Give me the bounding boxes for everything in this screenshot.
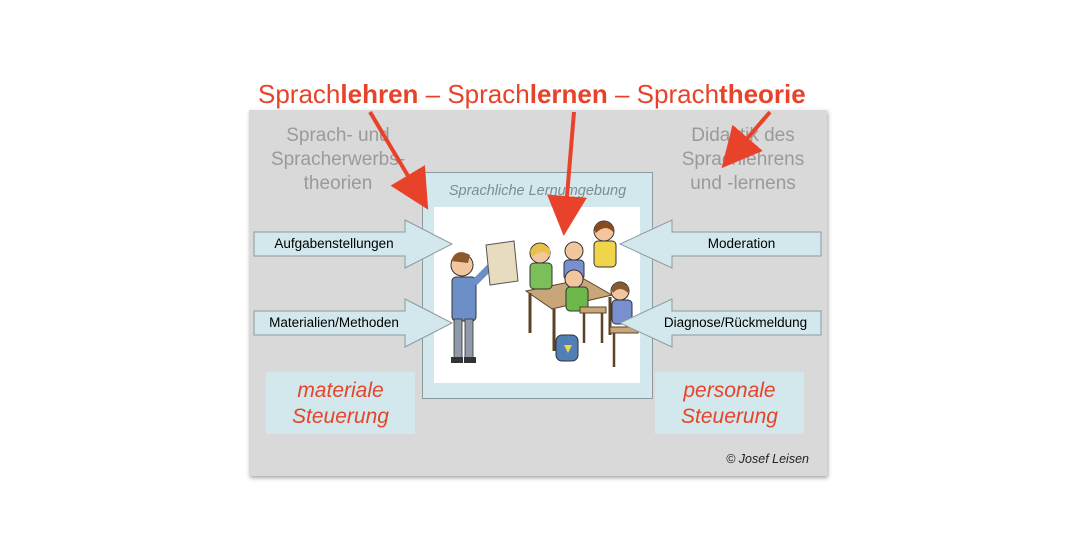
teacher-figure (450, 252, 495, 363)
right-heading-line-3: und -lernens (690, 173, 796, 194)
personal-steering-line-1: personale (683, 379, 776, 402)
title-part1-bold: lehren (340, 79, 419, 109)
red-arrow-lehren (368, 110, 429, 210)
title-sep1: – Sprach (418, 79, 530, 109)
left-heading-line-2: Spracherwerbs- (270, 149, 406, 170)
title-part3-bold: theorie (719, 79, 806, 109)
classroom-illustration-svg (450, 220, 639, 367)
chairs (579, 306, 639, 367)
title-part1-light: Sprach (258, 79, 341, 109)
arrow-label-materialien: Materialien/Methoden (269, 315, 399, 330)
personal-steering-box: personale Steuerung (655, 372, 804, 434)
title-sep2: – Sprach (607, 79, 720, 109)
red-arrow-theorie (721, 110, 772, 169)
material-steering-box: materiale Steuerung (266, 372, 415, 434)
pupil-figures (529, 220, 633, 325)
arrow-right-bottom (618, 298, 822, 348)
material-steering-line-2: Steuerung (292, 405, 389, 428)
paper-sheet (485, 240, 519, 286)
backpack (555, 334, 579, 362)
left-heading-line-1: Sprach- und (286, 125, 390, 146)
classroom-illustration (434, 207, 640, 383)
arrow-label-aufgabenstellungen: Aufgabenstellungen (274, 236, 394, 251)
personal-steering-line-2: Steuerung (681, 405, 778, 428)
title-part2-bold: lernen (529, 79, 608, 109)
diagram-title: Sprachlehren – Sprachlernen – Sprachtheo… (258, 76, 823, 112)
arrow-left-bottom (253, 298, 454, 348)
slide-panel: Sprach- und Spracherwerbs- theorien Dida… (249, 110, 827, 476)
left-heading: Sprach- und Spracherwerbs- theorien (263, 124, 413, 196)
learning-environment-box: Sprachliche Lernumgebung (422, 172, 653, 399)
arrow-label-moderation: Moderation (707, 236, 776, 251)
material-steering-line-1: materiale (297, 379, 384, 402)
arrow-label-diagnose: Diagnose/Rückmeldung (663, 315, 808, 330)
copyright-notice: © Josef Leisen (726, 452, 809, 466)
left-heading-line-3: theorien (303, 173, 373, 194)
arrow-left-top (253, 219, 454, 269)
arrow-right-top (618, 219, 822, 269)
red-arrow-lernen (547, 111, 587, 236)
